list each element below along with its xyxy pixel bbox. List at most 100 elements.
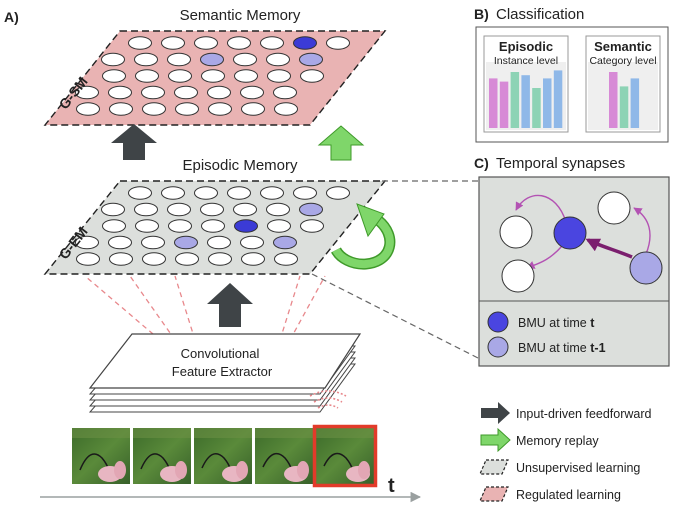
extractor-connection-lines (84, 275, 326, 341)
semantic-memory-node (299, 52, 323, 67)
episodic-memory-node (260, 186, 284, 200)
episodic-bar (510, 72, 520, 128)
episodic-memory-node (240, 235, 264, 250)
feedforward-arrow-em-to-sm (111, 124, 157, 160)
semantic-memory-node (174, 85, 198, 100)
episodic-memory-node (227, 186, 251, 200)
episodic-bar (499, 81, 509, 128)
episodic-memory-nodes (75, 186, 350, 266)
semantic-memory-node (233, 52, 257, 67)
semantic-memory-node (76, 102, 100, 116)
connector-line-bottom (311, 273, 479, 359)
legend-unsupervised-icon (479, 459, 509, 475)
legend-regulated-label: Regulated learning (516, 488, 621, 502)
legend-bmu-current-dot (487, 311, 509, 333)
episodic-memory-node (293, 186, 317, 200)
semantic-memory-node (109, 102, 133, 116)
episodic-memory-node (266, 202, 290, 217)
episodic-memory-node (102, 219, 126, 233)
episodic-memory-node (326, 186, 350, 200)
video-frame (255, 428, 313, 484)
semantic-memory-node (266, 52, 290, 67)
semantic-memory-node (267, 69, 291, 83)
semantic-bars (609, 72, 640, 128)
bmu-node-previous (629, 251, 663, 285)
legend-replay-label: Memory replay (516, 434, 599, 448)
semantic-memory-node (200, 52, 224, 67)
semantic-memory-node (234, 69, 258, 83)
episodic-memory-node (300, 219, 324, 233)
video-frame (194, 428, 252, 484)
episodic-memory-node (135, 219, 159, 233)
episodic-memory-node (194, 186, 218, 200)
semantic-memory-node (175, 102, 199, 116)
episodic-memory-node (273, 235, 297, 250)
semantic-memory-node (293, 36, 317, 50)
legend-replay-icon (480, 427, 511, 453)
semantic-memory-node (201, 69, 225, 83)
episodic-memory-node (168, 219, 192, 233)
episodic-memory-node (109, 252, 133, 266)
episodic-memory-node (207, 235, 231, 250)
episodic-memory-node (75, 235, 99, 250)
semantic-memory-node (207, 85, 231, 100)
episodic-memory-node (161, 186, 185, 200)
episodic-memory-node (108, 235, 132, 250)
semantic-bar (619, 86, 629, 128)
extractor-label-line2: Feature Extractor (172, 364, 273, 379)
semantic-memory-node (300, 69, 324, 83)
extractor-label-line1: Convolutional (181, 346, 260, 361)
semantic-memory-nodes (75, 36, 350, 116)
episodic-bar (489, 78, 498, 128)
episodic-memory-node (234, 219, 258, 233)
feedforward-arrow-extractor-to-em (207, 283, 253, 327)
semantic-memory-node (167, 52, 191, 67)
semantic-memory-node (101, 52, 125, 67)
episodic-bar (521, 75, 530, 128)
episodic-bars (489, 70, 563, 128)
episodic-memory-node (141, 235, 165, 250)
video-frame (316, 428, 374, 484)
video-frame (133, 428, 191, 484)
input-signal-waves (309, 390, 347, 409)
episodic-bar (553, 70, 563, 128)
semantic-memory-node (227, 36, 251, 50)
bmu-node-current (553, 216, 587, 250)
semantic-memory-node (241, 102, 265, 116)
episodic-memory-node (241, 252, 265, 266)
semantic-memory-node (194, 36, 218, 50)
synapse-node-1 (499, 215, 533, 249)
semantic-memory-node (108, 85, 132, 100)
semantic-memory-node (208, 102, 232, 116)
episodic-memory-grid (43, 180, 387, 275)
replay-arrow-em-to-sm (317, 125, 365, 161)
semantic-classifier-subtitle: Category level (589, 55, 656, 67)
episodic-memory-node (167, 202, 191, 217)
legend-unsupervised-label: Unsupervised learning (516, 461, 640, 475)
episodic-classifier-title: Episodic (499, 39, 553, 54)
semantic-memory-node (102, 69, 126, 83)
episodic-memory-node (267, 219, 291, 233)
episodic-classifier-subtitle: Instance level (494, 55, 558, 67)
synapse-node-3 (501, 259, 535, 293)
episodic-bar (532, 88, 541, 128)
panel-b-title: Classification (496, 6, 584, 23)
synapse-node-2 (597, 191, 631, 225)
legend-bmu-previous-label: BMU at time t-1 (518, 341, 606, 355)
panel-a-label: A) (4, 9, 19, 25)
episodic-memory-node (142, 252, 166, 266)
semantic-memory-node (240, 85, 264, 100)
episodic-memory-node (128, 186, 152, 200)
episodic-memory-node (174, 235, 198, 250)
replay-loop-arrow (331, 203, 396, 270)
semantic-bar (609, 72, 618, 128)
semantic-memory-node (142, 102, 166, 116)
episodic-memory-node (299, 202, 323, 217)
semantic-classifier-title: Semantic (594, 39, 652, 54)
episodic-bar (543, 78, 552, 128)
semantic-bar (630, 78, 640, 128)
video-frame (72, 428, 130, 484)
feature-extractor-stack (88, 333, 362, 413)
semantic-memory-node (260, 36, 284, 50)
semantic-memory-grid (43, 30, 387, 126)
